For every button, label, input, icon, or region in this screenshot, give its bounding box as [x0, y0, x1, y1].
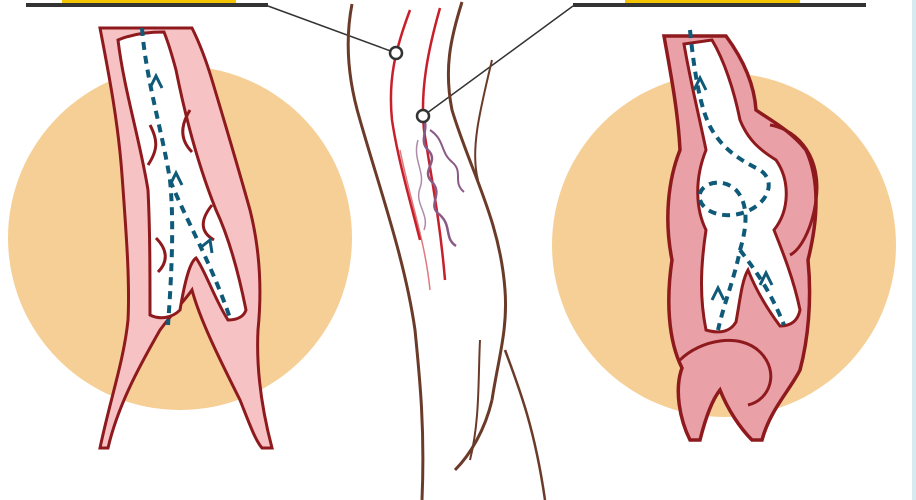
leg-outline-icon [348, 2, 545, 500]
callout-marker-varicose [417, 110, 429, 122]
leg-outline-panel [348, 2, 545, 500]
callout-lines [268, 6, 573, 116]
right-edge-strip [912, 0, 916, 500]
healthy-vein-panel [8, 28, 352, 448]
varicose-vein-panel [552, 30, 896, 440]
right-label-bar [573, 0, 866, 7]
callout-marker-healthy [390, 47, 402, 59]
left-label-bar [26, 0, 268, 7]
